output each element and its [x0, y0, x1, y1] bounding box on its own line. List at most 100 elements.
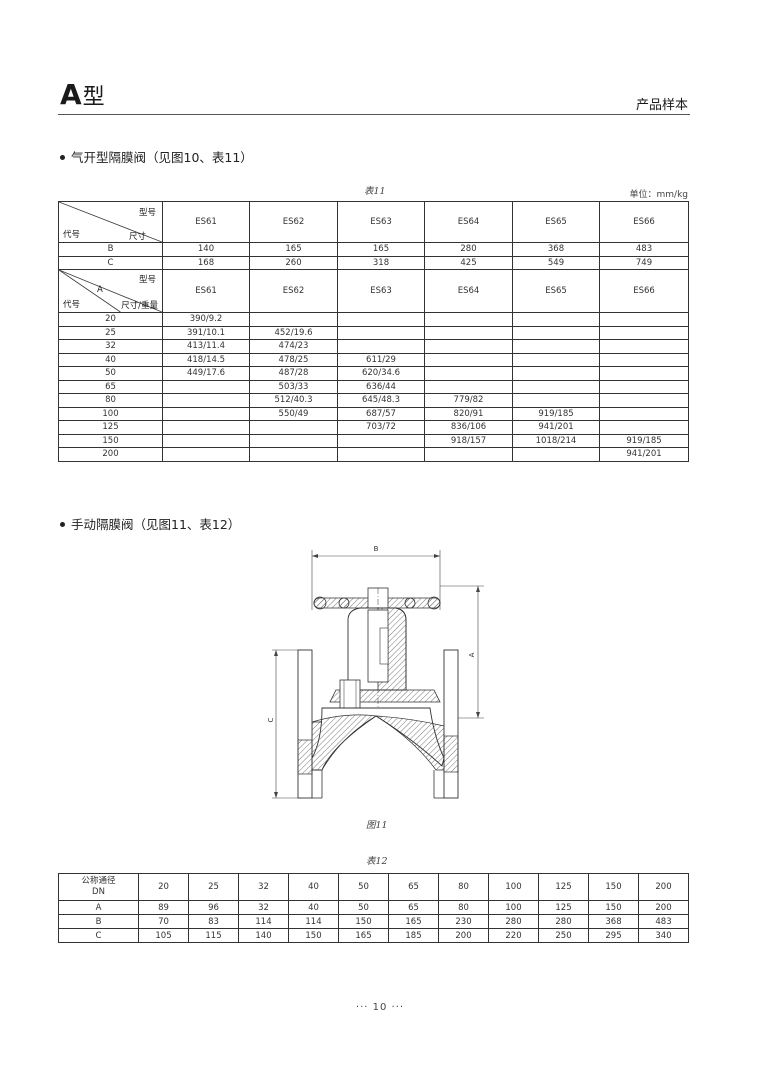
table-cell: [599, 312, 689, 327]
table-cell: 503/33: [249, 379, 338, 394]
table-cell: [512, 447, 600, 462]
model-head: ES63: [337, 269, 425, 313]
model-head: ES66: [599, 269, 689, 313]
table-cell: 941/201: [599, 447, 689, 462]
table-cell: 165: [338, 928, 389, 943]
model-head: ES61: [162, 269, 250, 313]
section-title-text: 气开型隔膜阀（见图10、表11）: [71, 150, 253, 165]
table-cell: [162, 379, 250, 394]
table-cell: [162, 433, 250, 448]
dn-header-line1: 公称通径: [81, 876, 116, 886]
section-title-air-open: 气开型隔膜阀（见图10、表11）: [60, 147, 253, 166]
arrow-icon: [476, 712, 480, 718]
table-cell: 1018/214: [512, 433, 600, 448]
table-cell: 200: [638, 900, 689, 915]
table-cell: [599, 325, 689, 340]
arrow-icon: [274, 650, 278, 656]
table11-row-b: B 140 165 165 280 368 483: [58, 242, 689, 257]
dn-head: 32: [238, 873, 289, 901]
row-label: A: [58, 900, 139, 915]
table-cell: 611/29: [337, 352, 425, 367]
model-label: 型号: [138, 275, 156, 285]
table-cell: [162, 447, 250, 462]
row-label-dn: 100: [58, 406, 163, 421]
table-cell: [599, 366, 689, 381]
dn-head: 50: [338, 873, 389, 901]
table-cell: 779/82: [424, 393, 513, 408]
dn-head: 20: [138, 873, 189, 901]
table11-row-c: C 168 260 318 425 549 749: [58, 255, 689, 270]
table-cell: 549: [512, 255, 600, 270]
table11-header-row: 型号 代号 尺寸 ES61 ES62 ES63 ES64 ES65 ES66: [58, 201, 689, 243]
table-cell: 368: [588, 914, 639, 929]
dn-head: 150: [588, 873, 639, 901]
dim-label: 尺寸: [128, 232, 146, 242]
table-cell: 550/49: [249, 406, 338, 421]
table-cell: [424, 312, 513, 327]
table-cell: 83: [188, 914, 239, 929]
model-title: A型: [60, 78, 106, 111]
row-label-dn: 150: [58, 433, 163, 448]
section-title-manual: 手动隔膜阀（见图11、表12）: [60, 514, 240, 533]
table-cell: [337, 447, 425, 462]
dim-b-label: B: [374, 545, 379, 553]
table-cell: [512, 352, 600, 367]
dim-c-label: C: [267, 717, 275, 722]
code-label: 代号: [63, 300, 81, 310]
table11-header-row-2: 型号 A 代号 尺寸/重量 ES61 ES62 ES63 ES64 ES65 E…: [58, 269, 689, 313]
table-cell: 483: [638, 914, 689, 929]
table-cell: 96: [188, 900, 239, 915]
table-cell: [249, 312, 338, 327]
table-cell: 918/157: [424, 433, 513, 448]
bolt: [339, 679, 361, 709]
model-head: ES63: [337, 201, 425, 243]
table-cell: [424, 352, 513, 367]
table-cell: 487/28: [249, 366, 338, 381]
dn-head: 100: [488, 873, 539, 901]
handwheel-rim: [427, 596, 441, 610]
dn-head: 25: [188, 873, 239, 901]
table-cell: 50: [338, 900, 389, 915]
table-cell: [162, 420, 250, 435]
left-flange: [297, 649, 313, 799]
table-cell: 115: [188, 928, 239, 943]
header-rule: [58, 114, 690, 115]
a-label: A: [97, 285, 103, 295]
row-label: B: [58, 914, 139, 929]
row-label-dn: 200: [58, 447, 163, 462]
dim-weight-label: 尺寸/重量: [121, 301, 158, 311]
table-row: 200 941/201: [58, 447, 689, 462]
table-cell: [249, 447, 338, 462]
diagonal-lines-icon: [59, 202, 162, 242]
table-cell: [599, 420, 689, 435]
table-cell: 620/34.6: [337, 366, 425, 381]
row-label: C: [58, 255, 163, 270]
table-cell: [162, 393, 250, 408]
handwheel-rim: [404, 597, 416, 609]
dim-a-label: A: [468, 652, 476, 657]
arrow-icon: [312, 554, 318, 558]
table-cell: [424, 447, 513, 462]
table-cell: 390/9.2: [162, 312, 250, 327]
table-cell: 820/91: [424, 406, 513, 421]
table-cell: 150: [338, 914, 389, 929]
table-cell: 250: [538, 928, 589, 943]
table-cell: 413/11.4: [162, 339, 250, 354]
right-flange-section: [443, 735, 459, 773]
handwheel-rim: [313, 596, 327, 610]
table-cell: 645/48.3: [337, 393, 425, 408]
row-label-dn: 50: [58, 366, 163, 381]
row-label: B: [58, 242, 163, 257]
table-cell: 687/57: [337, 406, 425, 421]
stem-slot: [379, 627, 389, 665]
table-cell: 100: [488, 900, 539, 915]
table-cell: [337, 325, 425, 340]
table-cell: 165: [249, 242, 338, 257]
model-head: ES64: [424, 201, 513, 243]
table-cell: 836/106: [424, 420, 513, 435]
